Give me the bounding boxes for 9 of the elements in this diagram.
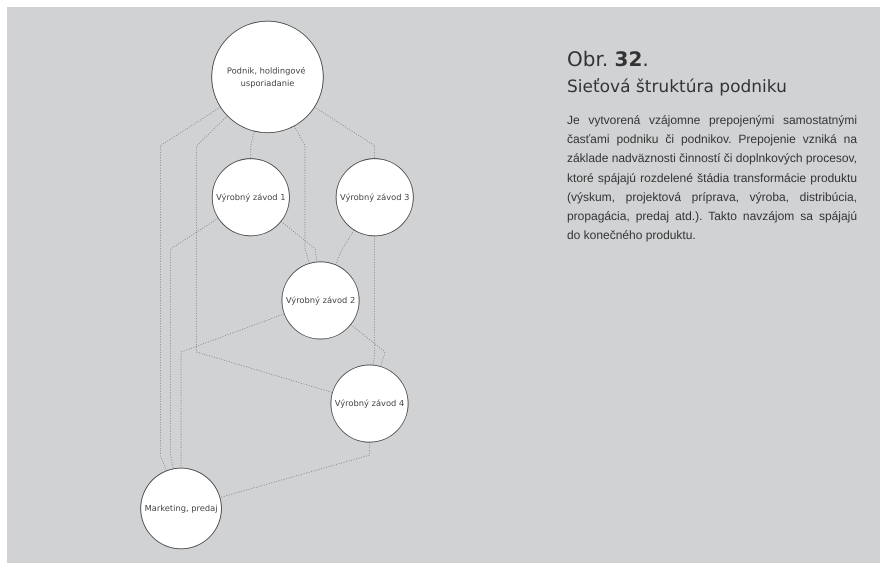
circle-node: Výrobný závod 3 — [336, 158, 414, 236]
circle-node: Výrobný závod 4 — [330, 364, 408, 443]
figure-subtitle: Sieťová štruktúra podniku — [567, 77, 788, 97]
circle-node: Podnik, holdingové usporiadanie — [211, 20, 324, 134]
description-paragraph: Je vytvorená vzájomne prepojenými samostatnými časťami podniku či podnikov. Prepojenie vzniká na základe nadväznosti činností či doplnkových procesov, ktoré spájajú rozdelené štádia transformácie produktu (výskum, projektová príprava, výroba, distribúcia, propagácia, predaj atd.). Takto navzájom sa spájajú do konečného produktu. — [567, 112, 857, 244]
circle-node: Marketing, predaj — [140, 468, 222, 550]
circle-node: Výrobný závod 2 — [282, 261, 360, 340]
figure-title: Obr. 32. — [567, 47, 650, 71]
circle-node: Výrobný závod 1 — [212, 158, 290, 236]
